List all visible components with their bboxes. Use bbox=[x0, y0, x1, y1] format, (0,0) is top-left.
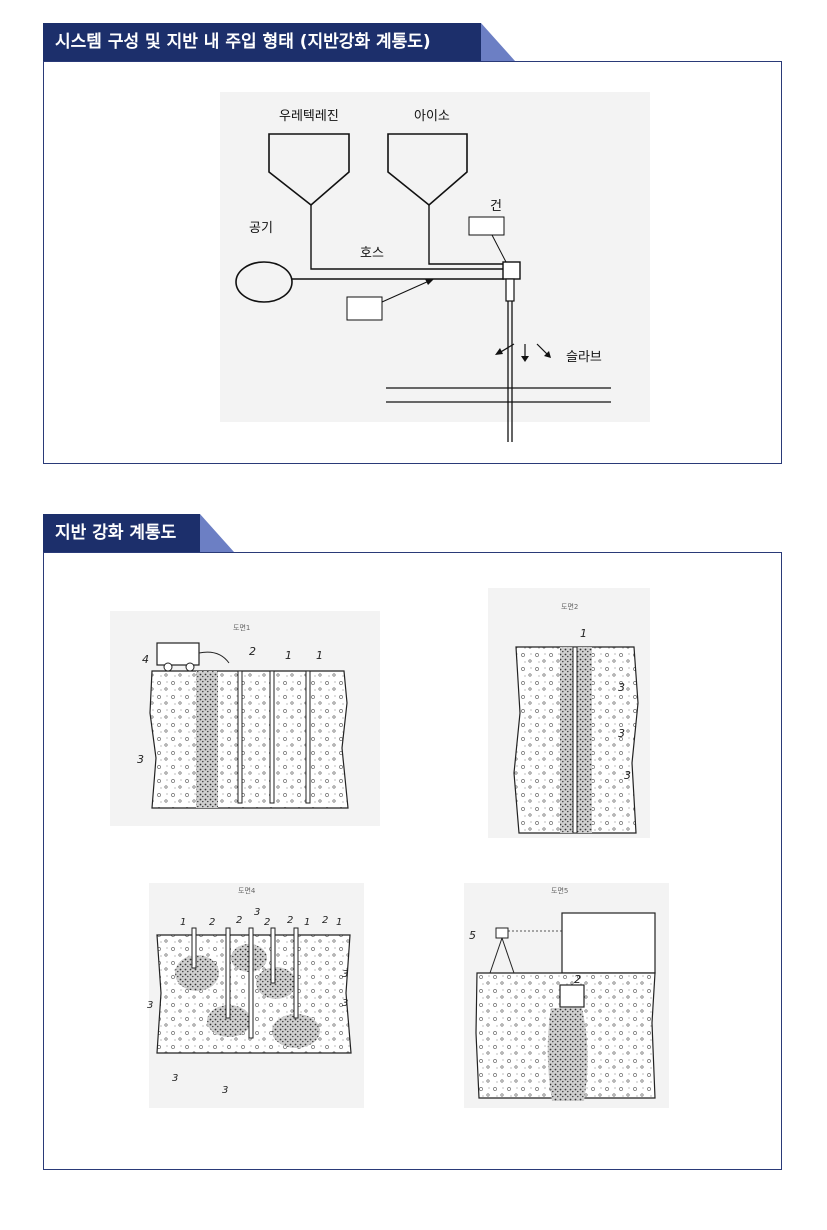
urethane-tank-icon bbox=[268, 133, 350, 207]
urethane-line bbox=[310, 205, 504, 270]
section1-panel: 우레텍레진 아이소 공기 호스 건 슬라브 bbox=[43, 61, 782, 464]
figure-2-caption: 도면2 bbox=[561, 602, 578, 611]
figure-1-truck-icon bbox=[156, 642, 200, 666]
figure-5-caption: 도면5 bbox=[551, 886, 568, 895]
figure-4-pipe-a bbox=[191, 927, 197, 969]
iso-tank-icon bbox=[387, 133, 468, 207]
figure-1: 도면1 4 2 1 1 3 bbox=[110, 611, 380, 826]
section1-title: 시스템 구성 및 지반 내 주입 형태 (지반강화 계통도) bbox=[43, 23, 481, 61]
iso-line bbox=[428, 205, 504, 265]
figure-4-grout-a bbox=[175, 955, 219, 991]
hose-callout-arrow bbox=[381, 280, 430, 303]
figure-2-pipe bbox=[572, 646, 578, 834]
figure-4-pipe-d bbox=[270, 927, 276, 984]
figure-4-pipe-e bbox=[293, 927, 299, 1019]
figure-2-label-1: 1 bbox=[580, 627, 587, 640]
figure-4-caption: 도면4 bbox=[238, 886, 256, 895]
figure-1-label-1a: 1 bbox=[285, 649, 292, 662]
system-diagram: 우레텍레진 아이소 공기 호스 건 슬라브 bbox=[220, 92, 650, 442]
figure-5-building bbox=[561, 912, 656, 974]
figure-4-label-2d: 2 bbox=[287, 915, 293, 926]
gun-callout-box bbox=[468, 216, 505, 236]
figure-2: 도면2 1 3 3 3 bbox=[488, 588, 650, 838]
figure-2-label-3b: 3 bbox=[618, 727, 625, 740]
figure-1-label-3: 3 bbox=[137, 753, 144, 766]
figure-4-label-1c: 1 bbox=[336, 917, 342, 928]
figure-1-pipe-c bbox=[305, 670, 311, 804]
gun-icon bbox=[502, 261, 521, 280]
figure-5-tripod-leg-a bbox=[489, 937, 503, 974]
figure-2-label-3a: 3 bbox=[618, 681, 625, 694]
ground-figures: 도면1 4 2 1 1 3 도면2 1 3 3 3 bbox=[110, 588, 669, 1108]
figure-4-label-2c: 2 bbox=[264, 917, 270, 928]
figure-1-label-4: 4 bbox=[142, 653, 149, 666]
figure-1-pipe-a bbox=[237, 670, 243, 804]
hose-callout-arrowhead bbox=[425, 279, 434, 285]
figure-5-level-icon bbox=[495, 927, 509, 939]
figure-4-label-3c: 3 bbox=[342, 998, 348, 1009]
figure-5-label-2: 2 bbox=[574, 973, 581, 986]
gun-nozzle bbox=[505, 278, 515, 302]
figure-5-grout-column bbox=[547, 1008, 588, 1101]
diagram-paper bbox=[220, 92, 650, 422]
figure-1-label-1b: 1 bbox=[316, 649, 323, 662]
figure-1-caption: 도면1 bbox=[233, 623, 250, 632]
figure-1-label-2: 2 bbox=[249, 645, 256, 658]
figure-4-grout-e bbox=[272, 1014, 320, 1048]
figure-1-pipe-b bbox=[269, 670, 275, 804]
figure-1-hose bbox=[198, 651, 230, 664]
figure-4-label-2a: 2 bbox=[209, 917, 215, 928]
figure-4-label-2b: 2 bbox=[236, 915, 242, 926]
figure-4-label-1b: 1 bbox=[304, 917, 310, 928]
figure-5-label-5: 5 bbox=[469, 929, 476, 942]
figure-1-wheel-a bbox=[163, 662, 173, 672]
figure-4-label-3top: 3 bbox=[254, 907, 260, 918]
section2-panel: 도면1 4 2 1 1 3 도면2 1 3 3 3 bbox=[43, 552, 782, 1170]
arrow-left-head bbox=[495, 348, 503, 355]
arrow-right bbox=[536, 343, 548, 355]
figure-4-label-2e: 2 bbox=[322, 915, 328, 926]
figure-4-grout-c bbox=[256, 967, 296, 999]
figure-4-label-3d: 3 bbox=[172, 1073, 178, 1084]
figure-4-pipe-b bbox=[225, 927, 231, 1019]
iso-label: 아이소 bbox=[414, 109, 450, 124]
arrow-down-head bbox=[521, 356, 529, 362]
hose-label: 호스 bbox=[360, 246, 384, 261]
hose-callout-box bbox=[346, 296, 383, 321]
figure-4-grout-d bbox=[207, 1005, 251, 1037]
air-label: 공기 bbox=[249, 221, 273, 236]
section1-title-tail bbox=[481, 23, 515, 61]
figure-4-label-1a: 1 bbox=[180, 917, 186, 928]
section2-title-tail bbox=[200, 514, 234, 552]
air-compressor-icon bbox=[235, 261, 293, 303]
urethane-label: 우레텍레진 bbox=[279, 109, 339, 124]
figure-4: 도면4 1 2 2 3 2 2 1 2 1 3 3 3 3 3 bbox=[147, 883, 364, 1108]
slab-label: 슬라브 bbox=[566, 350, 602, 365]
figure-1-grout-column bbox=[196, 671, 218, 808]
figure-5-tripod-leg-b bbox=[501, 937, 515, 974]
arrow-right-head bbox=[544, 351, 551, 358]
figure-2-label-3c: 3 bbox=[624, 769, 631, 782]
figure-1-wheel-b bbox=[185, 662, 195, 672]
figure-4-label-3e: 3 bbox=[222, 1085, 228, 1096]
gun-label: 건 bbox=[490, 199, 502, 214]
figure-5: 도면5 5 2 bbox=[464, 883, 669, 1108]
figure-4-pipe-c bbox=[248, 927, 254, 1039]
figure-4-label-3a: 3 bbox=[147, 1000, 153, 1011]
figure-4-label-3b: 3 bbox=[342, 969, 348, 980]
figure-5-injection-box bbox=[559, 984, 585, 1008]
figure-1-ground bbox=[149, 670, 349, 809]
section2-title: 지반 강화 계통도 bbox=[43, 514, 200, 552]
gun-callout-line bbox=[491, 234, 507, 263]
